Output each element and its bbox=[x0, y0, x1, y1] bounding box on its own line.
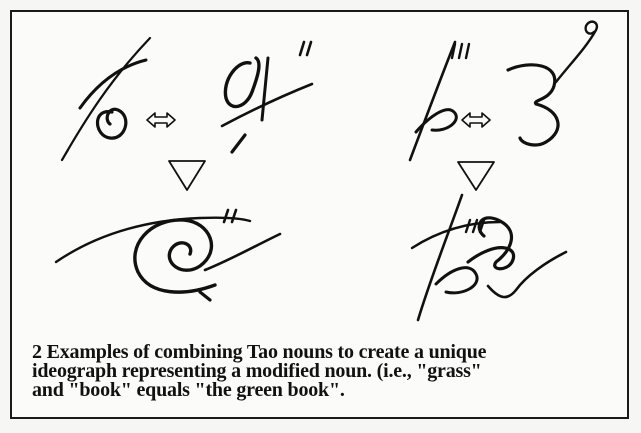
down-triangle-icon bbox=[168, 160, 206, 191]
example-2 bbox=[408, 20, 599, 322]
figure-frame bbox=[10, 10, 629, 419]
double-arrow-icon bbox=[461, 112, 491, 128]
down-triangle-icon bbox=[457, 161, 495, 191]
caption-line-2: ideograph representing a modified noun. … bbox=[32, 360, 482, 382]
caption-line-3: and "book" equals "the green book". bbox=[32, 379, 345, 401]
glyph-green bbox=[220, 40, 314, 154]
glyph-book bbox=[408, 40, 471, 162]
combined-ideograph-2 bbox=[410, 193, 568, 322]
glyph-modifier bbox=[506, 20, 599, 147]
double-arrow-icon bbox=[146, 112, 176, 128]
figure-caption: 2 Examples of combining Tao nouns to cre… bbox=[32, 341, 617, 401]
caption-line-1: 2 Examples of combining Tao nouns to cre… bbox=[32, 341, 487, 363]
example-1 bbox=[54, 36, 314, 302]
combined-ideograph-1 bbox=[54, 208, 282, 302]
glyph-grass bbox=[60, 36, 152, 162]
